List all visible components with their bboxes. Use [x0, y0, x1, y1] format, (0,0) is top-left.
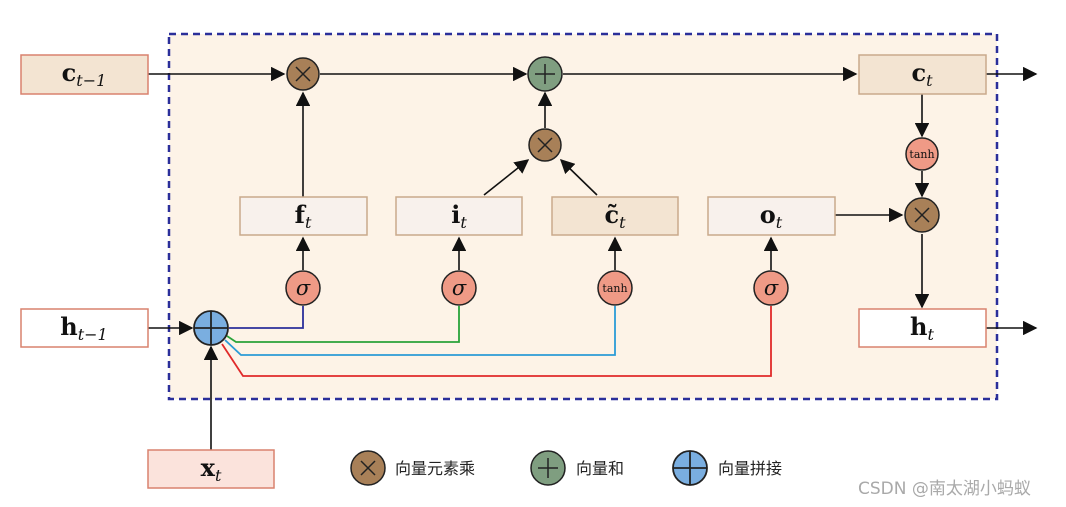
tanh-candidate-label: tanh: [602, 282, 627, 295]
x-t-sub: t: [215, 466, 222, 485]
c-t-sub: t: [926, 71, 933, 90]
box-i-t: it: [395, 196, 523, 236]
h-prev-label: h: [60, 312, 77, 341]
multiply-node-output: [904, 197, 940, 233]
concat-fanout: [221, 306, 772, 377]
line-to-sigma-f: [229, 306, 304, 329]
box-h-t: ht: [858, 308, 987, 348]
box-o-t: ot: [707, 196, 836, 236]
c-t-label: c: [911, 58, 926, 87]
svg-text:ft: ft: [295, 200, 312, 232]
line-to-sigma-i: [226, 306, 460, 343]
tanh-node-candidate: tanh: [597, 270, 633, 306]
sigma-node-input: σ: [441, 270, 477, 306]
box-c-t: ct: [858, 54, 987, 95]
legend-concat-label: 向量拼接: [718, 459, 782, 478]
sigma-input-label: σ: [452, 276, 467, 300]
c-prev-label: c: [62, 58, 77, 87]
h-t-label: h: [910, 312, 927, 341]
box-c-prev: ct−1: [20, 54, 149, 95]
edge-it-to-mul2: [483, 159, 530, 196]
f-t-label: f: [295, 200, 307, 229]
x-t-label: x: [201, 453, 216, 482]
tanh-cell-label: tanh: [909, 148, 934, 161]
svg-text:xt: xt: [201, 453, 222, 485]
watermark: CSDN @南太湖小蚂蚁: [858, 479, 1031, 499]
legend-multiply-icon: [350, 450, 386, 486]
concat-node: [193, 310, 229, 346]
c-tilde-label: c̃: [604, 200, 619, 229]
svg-text:ct−1: ct−1: [62, 58, 107, 90]
svg-text:it: it: [451, 200, 467, 232]
svg-text:c̃t: c̃t: [604, 200, 626, 232]
box-c-tilde: c̃t: [551, 196, 679, 236]
c-tilde-sub: t: [619, 213, 626, 232]
legend-concat-icon: [672, 450, 708, 486]
box-h-prev: ht−1: [20, 308, 149, 348]
legend: 向量元素乘 向量和 向量拼接: [350, 450, 782, 486]
svg-text:ht: ht: [910, 312, 934, 344]
box-f-t: ft: [239, 196, 368, 236]
c-prev-sub: t−1: [76, 71, 106, 90]
legend-add-label: 向量和: [576, 459, 624, 478]
i-t-sub: t: [460, 213, 467, 232]
svg-text:ct: ct: [911, 58, 933, 90]
o-t-label: o: [760, 200, 776, 229]
box-x-t: xt: [147, 449, 275, 489]
legend-add-icon: [530, 450, 566, 486]
multiply-node-input: [528, 128, 562, 162]
o-t-sub: t: [776, 213, 783, 232]
edge-ctilde-to-mul2: [559, 158, 598, 196]
connections: [148, 66, 1038, 450]
svg-text:ht−1: ht−1: [60, 312, 107, 344]
multiply-node-forget: [286, 57, 320, 91]
svg-text:ot: ot: [760, 200, 783, 232]
sigma-node-forget: σ: [285, 270, 321, 306]
h-t-sub: t: [928, 325, 935, 344]
sigma-output-label: σ: [764, 276, 779, 300]
legend-multiply-label: 向量元素乘: [395, 459, 475, 478]
sigma-node-output: σ: [753, 270, 789, 306]
f-t-sub: t: [305, 213, 312, 232]
add-node: [527, 56, 563, 92]
h-prev-sub: t−1: [78, 325, 108, 344]
sigma-forget-label: σ: [296, 276, 311, 300]
line-to-sigma-o: [221, 306, 772, 377]
tanh-node-cell: tanh: [905, 137, 939, 171]
line-to-tanh-c: [224, 306, 616, 356]
i-t-label: i: [451, 200, 460, 229]
